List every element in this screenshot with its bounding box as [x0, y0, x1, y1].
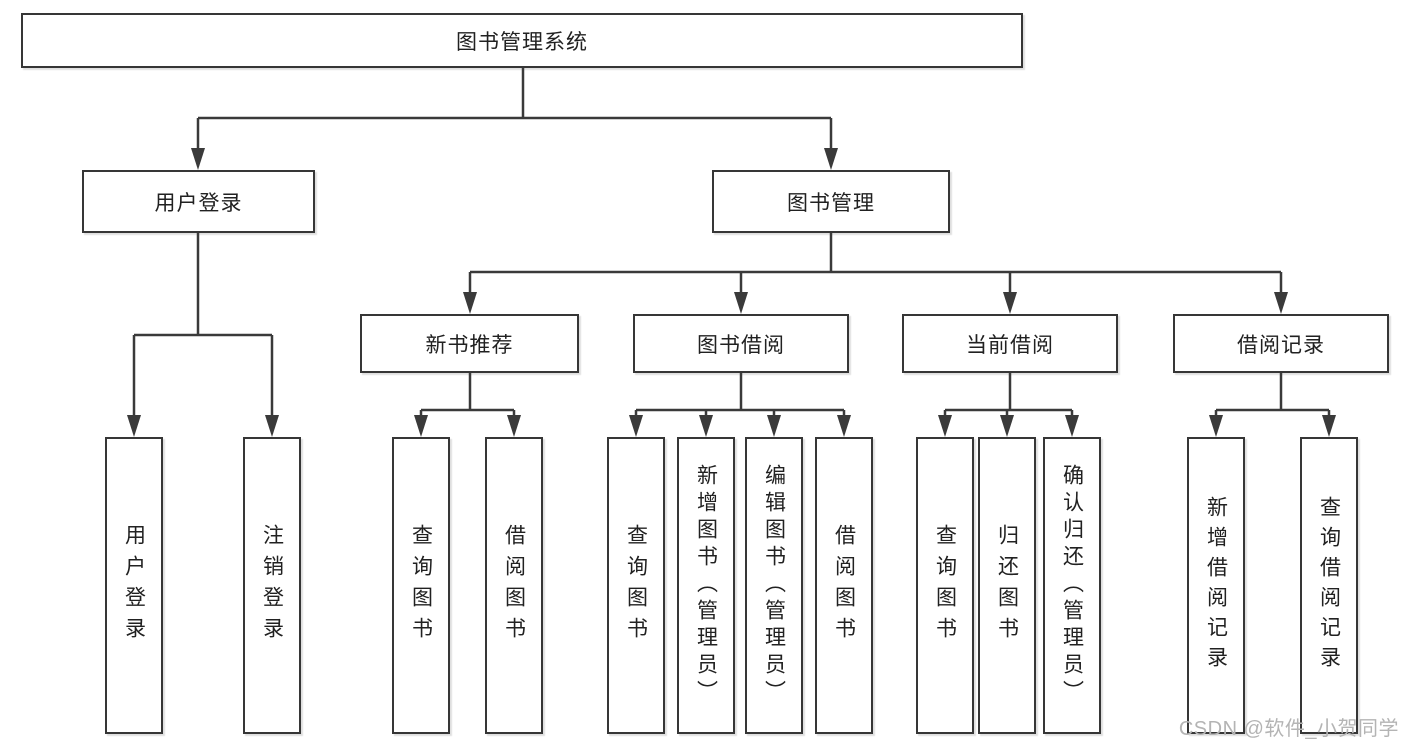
arrowhead-icon — [824, 148, 838, 170]
node-borrowing-records-label: 借阅记录 — [1237, 333, 1325, 357]
arrowhead-icon — [767, 415, 781, 437]
node-book-management-label: 图书管理 — [787, 191, 875, 215]
leaf-add-book-admin: 新增图书（管理员） — [677, 437, 735, 734]
leaf-query-borrow-record-label: 查询借阅记录 — [1317, 495, 1341, 676]
leaf-borrow-books-1: 借阅图书 — [485, 437, 543, 734]
node-book-borrowing-label: 图书借阅 — [697, 333, 785, 357]
node-current-borrowing: 当前借阅 — [902, 314, 1118, 373]
leaf-borrow-books-2-label: 借阅图书 — [832, 523, 856, 648]
node-new-book-recommend: 新书推荐 — [360, 314, 579, 373]
node-user-login: 用户登录 — [82, 170, 315, 233]
arrowhead-icon — [837, 415, 851, 437]
arrowhead-icon — [127, 415, 141, 437]
leaf-user-login: 用户登录 — [105, 437, 163, 734]
node-library-system: 图书管理系统 — [21, 13, 1023, 68]
leaf-confirm-return-admin-label: 确认归还（管理员） — [1060, 464, 1084, 707]
connector-current-borrowing-children — [938, 373, 1079, 437]
leaf-query-borrow-record: 查询借阅记录 — [1300, 437, 1358, 734]
node-book-management: 图书管理 — [712, 170, 950, 233]
leaf-add-borrow-record-label: 新增借阅记录 — [1204, 495, 1228, 676]
leaf-query-books-3: 查询图书 — [916, 437, 974, 734]
leaf-confirm-return-admin: 确认归还（管理员） — [1043, 437, 1101, 734]
arrowhead-icon — [1000, 415, 1014, 437]
leaf-borrow-books-2: 借阅图书 — [815, 437, 873, 734]
leaf-edit-book-admin-label: 编辑图书（管理员） — [762, 464, 786, 707]
leaf-user-login-label: 用户登录 — [122, 523, 146, 648]
connector-book-borrowing-children — [629, 373, 851, 437]
arrowhead-icon — [463, 292, 477, 314]
leaf-return-books-label: 归还图书 — [995, 523, 1019, 648]
connector-book-management-children — [463, 233, 1288, 314]
leaf-query-books-1-label: 查询图书 — [409, 523, 433, 648]
node-library-system-label: 图书管理系统 — [456, 30, 588, 54]
leaf-borrow-books-1-label: 借阅图书 — [502, 523, 526, 648]
node-current-borrowing-label: 当前借阅 — [966, 333, 1054, 357]
arrowhead-icon — [414, 415, 428, 437]
leaf-query-books-3-label: 查询图书 — [933, 523, 957, 648]
arrowhead-icon — [1322, 415, 1336, 437]
arrowhead-icon — [507, 415, 521, 437]
leaf-add-book-admin-label: 新增图书（管理员） — [694, 464, 718, 707]
leaf-add-borrow-record: 新增借阅记录 — [1187, 437, 1245, 734]
arrowhead-icon — [1003, 292, 1017, 314]
leaf-logout-label: 注销登录 — [260, 523, 284, 648]
arrowhead-icon — [191, 148, 205, 170]
arrowhead-icon — [265, 415, 279, 437]
connector-new-book-recommend-children — [414, 373, 521, 437]
arrowhead-icon — [734, 292, 748, 314]
leaf-logout: 注销登录 — [243, 437, 301, 734]
connector-borrowing-records-children — [1209, 373, 1336, 437]
leaf-query-books-2-label: 查询图书 — [624, 523, 648, 648]
leaf-edit-book-admin: 编辑图书（管理员） — [745, 437, 803, 734]
leaf-return-books: 归还图书 — [978, 437, 1036, 734]
node-borrowing-records: 借阅记录 — [1173, 314, 1389, 373]
arrowhead-icon — [1274, 292, 1288, 314]
arrowhead-icon — [699, 415, 713, 437]
arrowhead-icon — [938, 415, 952, 437]
connector-user-login-children — [127, 233, 279, 437]
node-user-login-label: 用户登录 — [154, 191, 243, 215]
node-book-borrowing: 图书借阅 — [633, 314, 849, 373]
csdn-watermark: CSDN @软件_小贺同学 — [1178, 718, 1399, 740]
connector-root-to-level2 — [191, 68, 838, 170]
arrowhead-icon — [1065, 415, 1079, 437]
arrowhead-icon — [1209, 415, 1223, 437]
node-new-book-recommend-label: 新书推荐 — [425, 333, 514, 357]
leaf-query-books-2: 查询图书 — [607, 437, 665, 734]
leaf-query-books-1: 查询图书 — [392, 437, 450, 734]
arrowhead-icon — [629, 415, 643, 437]
